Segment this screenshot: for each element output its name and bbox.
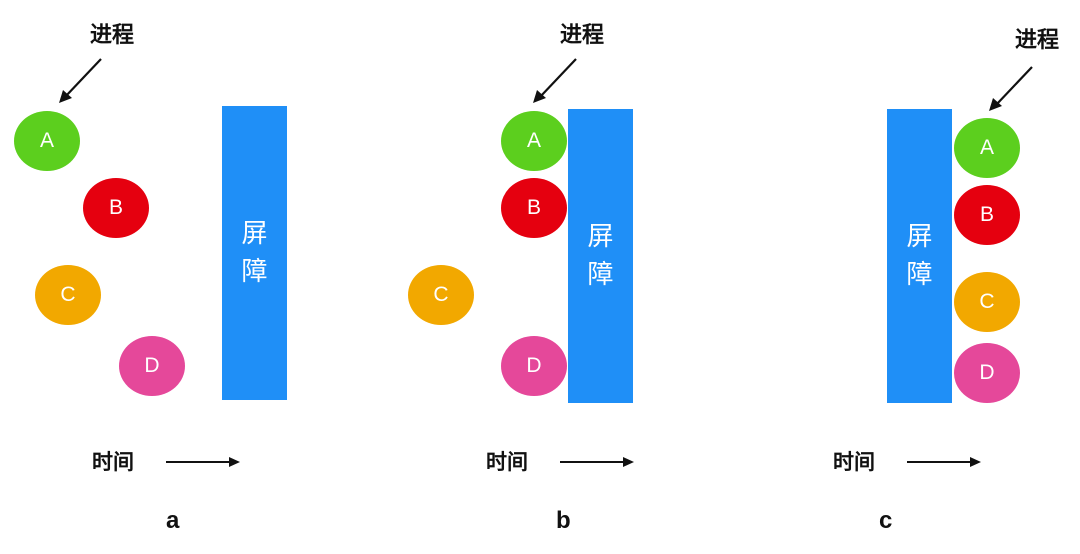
process-node-d: D: [954, 343, 1020, 403]
process-node-b-label: B: [108, 196, 123, 219]
process-node-d-label: D: [526, 354, 542, 377]
process-node-d: D: [119, 336, 185, 396]
process-label: 进程: [90, 23, 135, 48]
process-node-a-label: A: [526, 129, 541, 152]
panel-letter: a: [166, 507, 180, 534]
barrier: 屏障: [887, 109, 952, 403]
panel-a: 进程 A B C D 屏障 时间 a: [0, 0, 360, 554]
process-node-b-label: B: [979, 203, 994, 226]
time-arrow-icon: [907, 457, 981, 467]
process-arrow-icon: [59, 58, 102, 103]
panel-b: 进程 A B C D 屏障 时间 b: [408, 23, 634, 534]
process-label: 进程: [560, 23, 605, 48]
time-label: 时间: [486, 450, 528, 474]
process-label: 进程: [1015, 28, 1060, 53]
panel-letter: c: [879, 507, 893, 534]
process-node-c: C: [35, 265, 101, 325]
barrier: 屏障: [568, 109, 633, 403]
process-node-d-label: D: [144, 354, 160, 377]
process-node-b: B: [954, 185, 1020, 245]
barrier-label: 屏障: [241, 219, 268, 287]
barrier-label: 屏障: [906, 222, 933, 290]
barrier-label: 屏障: [587, 222, 614, 290]
process-node-a: A: [954, 118, 1020, 178]
process-node-b: B: [501, 178, 567, 238]
barrier: 屏障: [222, 106, 287, 400]
time-label: 时间: [92, 450, 134, 474]
process-node-a-label: A: [979, 136, 994, 159]
process-node-a-label: A: [39, 129, 54, 152]
process-node-c-label: C: [433, 283, 449, 306]
time-label: 时间: [833, 450, 875, 474]
process-node-a: A: [14, 111, 80, 171]
time-arrow-icon: [166, 457, 240, 467]
process-node-c: C: [954, 272, 1020, 332]
process-arrow-icon: [533, 58, 577, 103]
process-arrow-icon: [989, 66, 1033, 111]
process-node-c-label: C: [60, 283, 76, 306]
process-node-b-label: B: [526, 196, 541, 219]
process-node-d: D: [501, 336, 567, 396]
process-node-c: C: [408, 265, 474, 325]
process-node-d-label: D: [979, 361, 995, 384]
time-arrow-icon: [560, 457, 634, 467]
process-node-c-label: C: [979, 290, 995, 313]
process-node-a: A: [501, 111, 567, 171]
process-node-b: B: [83, 178, 149, 238]
panel-letter: b: [556, 507, 571, 534]
